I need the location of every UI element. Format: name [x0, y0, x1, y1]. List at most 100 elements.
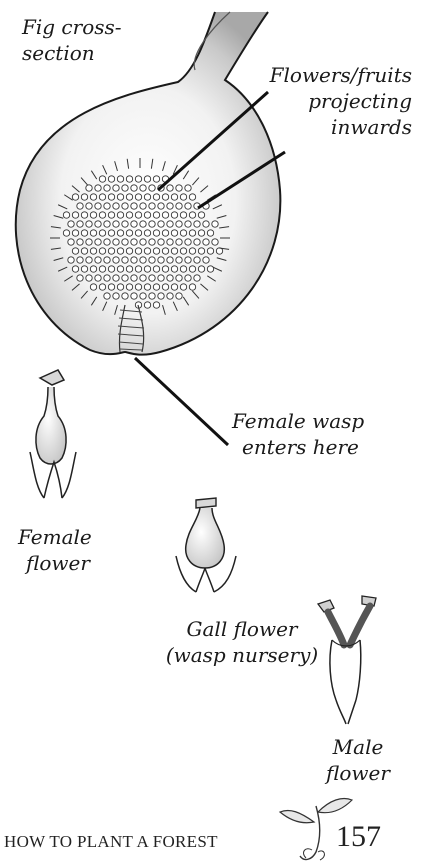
floret: [158, 221, 164, 227]
floret: [153, 266, 159, 272]
floret: [90, 212, 96, 218]
floret: [122, 239, 128, 245]
floret: [108, 284, 114, 290]
floret: [185, 185, 191, 191]
floret: [149, 293, 155, 299]
label-line: inwards: [262, 114, 412, 140]
floret: [207, 230, 213, 236]
floret: [194, 257, 200, 263]
label-fig-cross-section: Fig cross- section: [22, 14, 122, 66]
floret: [153, 194, 159, 200]
floret: [158, 239, 164, 245]
floret: [81, 248, 87, 254]
floret: [171, 212, 177, 218]
floret: [162, 212, 168, 218]
floret: [167, 293, 173, 299]
label-line: Female wasp: [232, 408, 364, 434]
floret: [171, 266, 177, 272]
floret: [135, 284, 141, 290]
floret: [131, 203, 137, 209]
floret: [113, 257, 119, 263]
label-flowers-fruits: Flowers/fruits projecting inwards: [262, 62, 412, 140]
floret: [81, 230, 87, 236]
gall-flower-drawing: [176, 498, 236, 592]
floret: [158, 293, 164, 299]
floret: [95, 221, 101, 227]
floret: [113, 185, 119, 191]
floret: [198, 266, 204, 272]
floret: [171, 248, 177, 254]
label-gall-flower: Gall flower (wasp nursery): [142, 616, 342, 668]
floret: [86, 239, 92, 245]
floret: [86, 221, 92, 227]
floret: [117, 248, 123, 254]
floret: [198, 230, 204, 236]
floret: [153, 176, 159, 182]
floret: [135, 266, 141, 272]
floret: [189, 284, 195, 290]
floret: [189, 212, 195, 218]
floret: [104, 221, 110, 227]
floret: [81, 266, 87, 272]
floret: [189, 230, 195, 236]
floret: [176, 239, 182, 245]
floret: [90, 194, 96, 200]
floret: [153, 284, 159, 290]
floret: [108, 212, 114, 218]
floret: [207, 248, 213, 254]
floret: [108, 194, 114, 200]
floret: [63, 230, 69, 236]
label-line: Flowers/fruits: [252, 62, 412, 88]
floret: [153, 302, 159, 308]
floret: [90, 266, 96, 272]
floret: [140, 257, 146, 263]
floret: [108, 266, 114, 272]
floret: [104, 185, 110, 191]
floret: [99, 176, 105, 182]
floret: [108, 248, 114, 254]
floret: [77, 203, 83, 209]
floret: [158, 257, 164, 263]
floret: [194, 239, 200, 245]
book-title: HOW TO PLANT A FOREST: [4, 832, 218, 852]
floret: [99, 194, 105, 200]
floret: [144, 176, 150, 182]
floret: [117, 230, 123, 236]
label-line: section: [22, 40, 122, 66]
label-female-wasp: Female wasp enters here: [232, 408, 364, 460]
female-flower-drawing: [30, 370, 76, 498]
floret: [207, 266, 213, 272]
floret: [117, 194, 123, 200]
floret: [140, 185, 146, 191]
floret: [72, 230, 78, 236]
floret: [189, 248, 195, 254]
floret: [77, 257, 83, 263]
floret: [144, 284, 150, 290]
floret: [149, 185, 155, 191]
floret: [189, 266, 195, 272]
floret: [135, 230, 141, 236]
floret: [126, 266, 132, 272]
floret: [131, 221, 137, 227]
floret: [126, 248, 132, 254]
floret: [176, 275, 182, 281]
floret: [122, 293, 128, 299]
floret: [140, 239, 146, 245]
floret: [122, 221, 128, 227]
floret: [126, 176, 132, 182]
floret: [189, 194, 195, 200]
floret: [126, 212, 132, 218]
floret: [104, 239, 110, 245]
label-line: Male: [318, 734, 398, 760]
floret: [140, 203, 146, 209]
floret: [122, 203, 128, 209]
floret: [140, 275, 146, 281]
floret: [95, 275, 101, 281]
floret: [162, 194, 168, 200]
label-line: Female: [18, 524, 92, 550]
floret: [126, 230, 132, 236]
floret: [171, 230, 177, 236]
floret: [140, 293, 146, 299]
floret: [86, 203, 92, 209]
floret: [108, 176, 114, 182]
